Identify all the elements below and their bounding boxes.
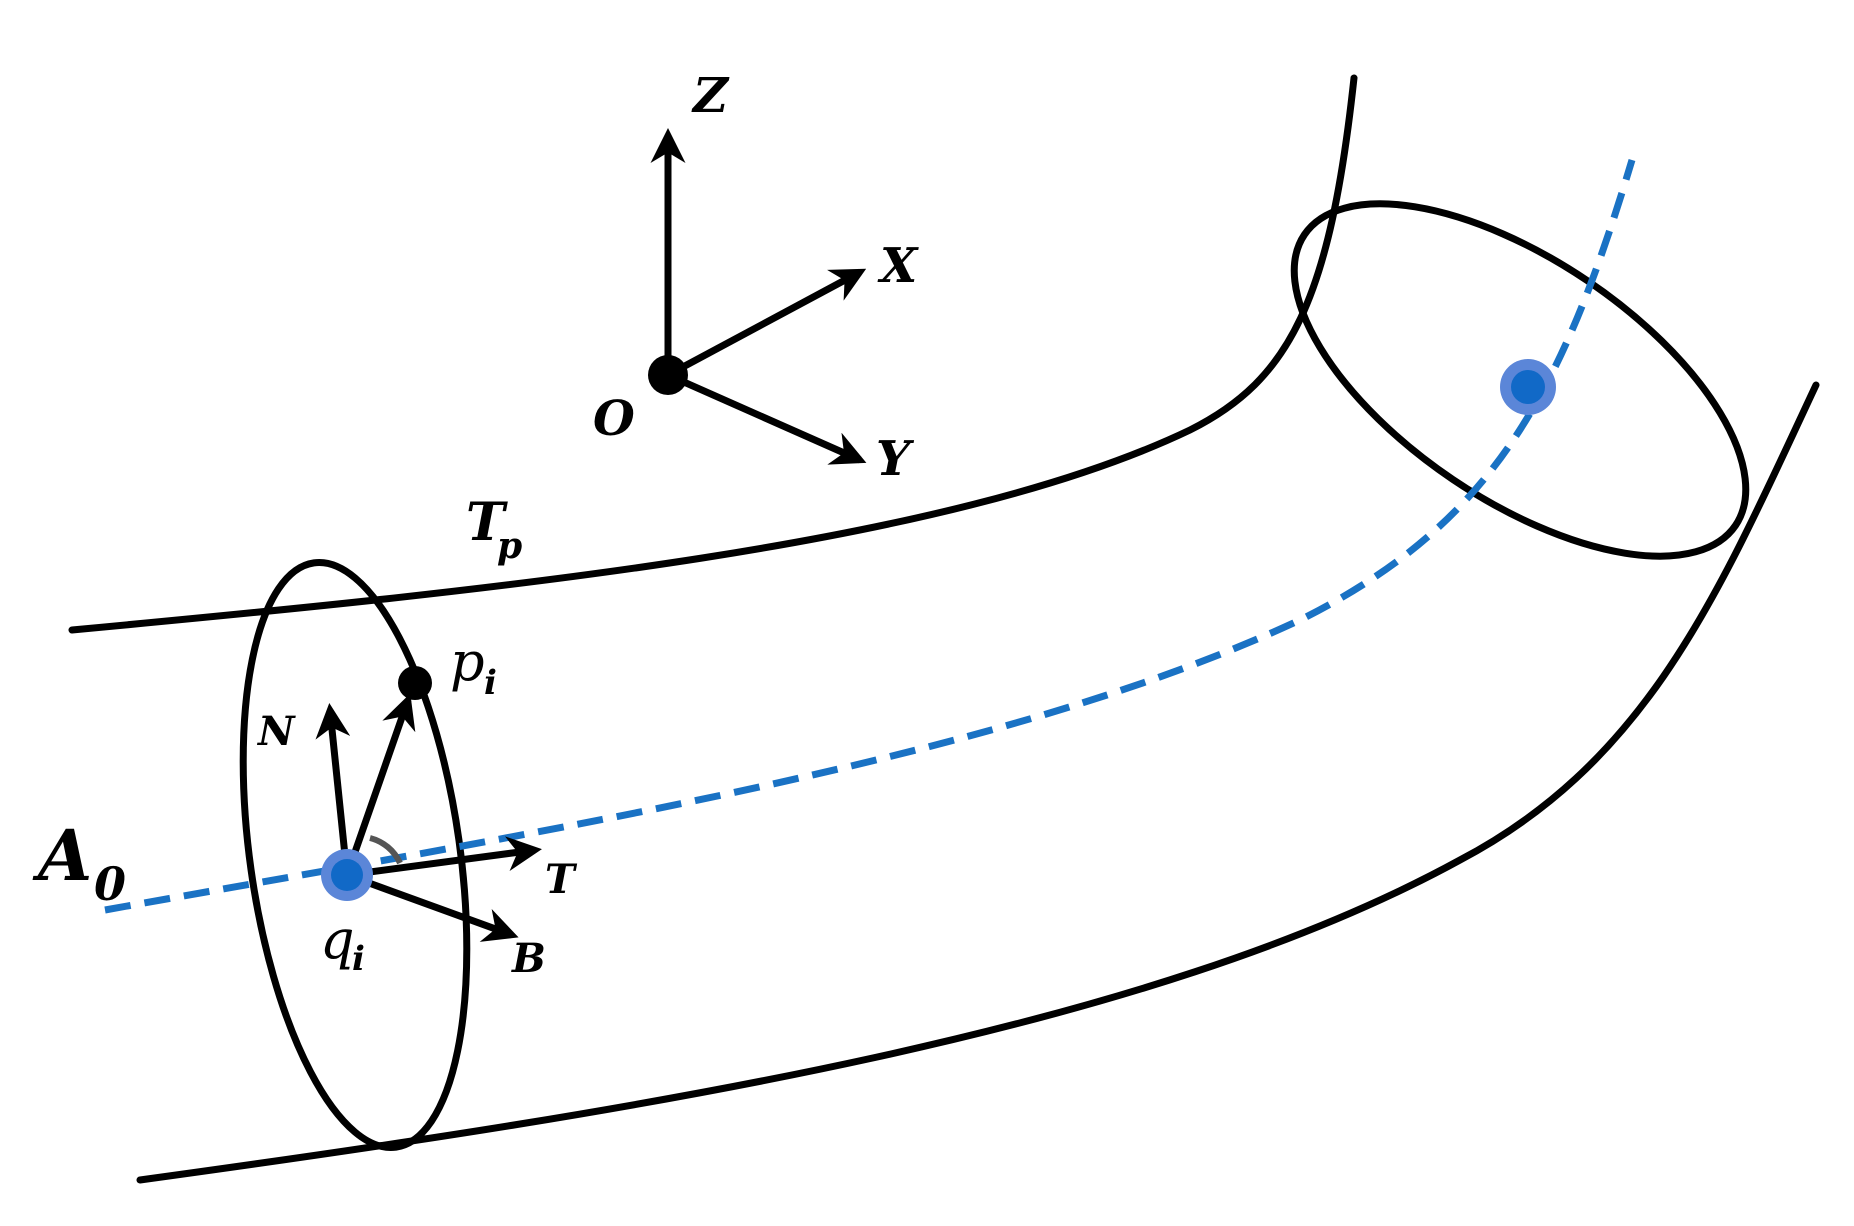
tube-lower-boundary (136, 381, 1820, 1184)
axis-point-label: q (320, 908, 355, 971)
near-cross-section-ellipse (239, 559, 471, 1151)
origin-label: O (593, 391, 635, 447)
tube-label: T (466, 492, 508, 553)
axis-curve-label: A (32, 814, 92, 897)
global-coordinate-system (648, 128, 867, 465)
axis-curve-label-subscript: 0 (94, 857, 126, 911)
axis-curve-dashed (104, 158, 1636, 914)
tube-label-subscript: p (497, 525, 522, 567)
binormal-vector-arrow (345, 871, 519, 942)
far-axis-point (1511, 370, 1545, 404)
y-axis-arrow (666, 371, 867, 465)
y-axis-label: Y (876, 431, 915, 487)
far-cross-section-ellipse (1290, 200, 1750, 560)
x-axis-arrow (666, 268, 867, 379)
x-axis-label: X (877, 238, 919, 294)
surface-point-p (398, 666, 432, 700)
tangent-label: T (545, 856, 578, 903)
tangent-vector-arrow (346, 836, 542, 879)
axis-point-label-subscript: i (352, 939, 365, 979)
z-axis-label: Z (691, 68, 730, 124)
local-frame (315, 693, 542, 942)
surface-point-label-subscript: i (484, 663, 497, 703)
angle-arc (369, 835, 403, 865)
radial-vector-arrow (343, 693, 416, 877)
tube-upper-boundary (68, 74, 1358, 634)
normal-vector-arrow (315, 703, 351, 876)
axis-point-q (331, 859, 363, 891)
binormal-label: B (511, 935, 546, 982)
surface-point-label: p (450, 630, 485, 693)
origin-point (648, 355, 688, 395)
normal-label: N (256, 708, 296, 755)
